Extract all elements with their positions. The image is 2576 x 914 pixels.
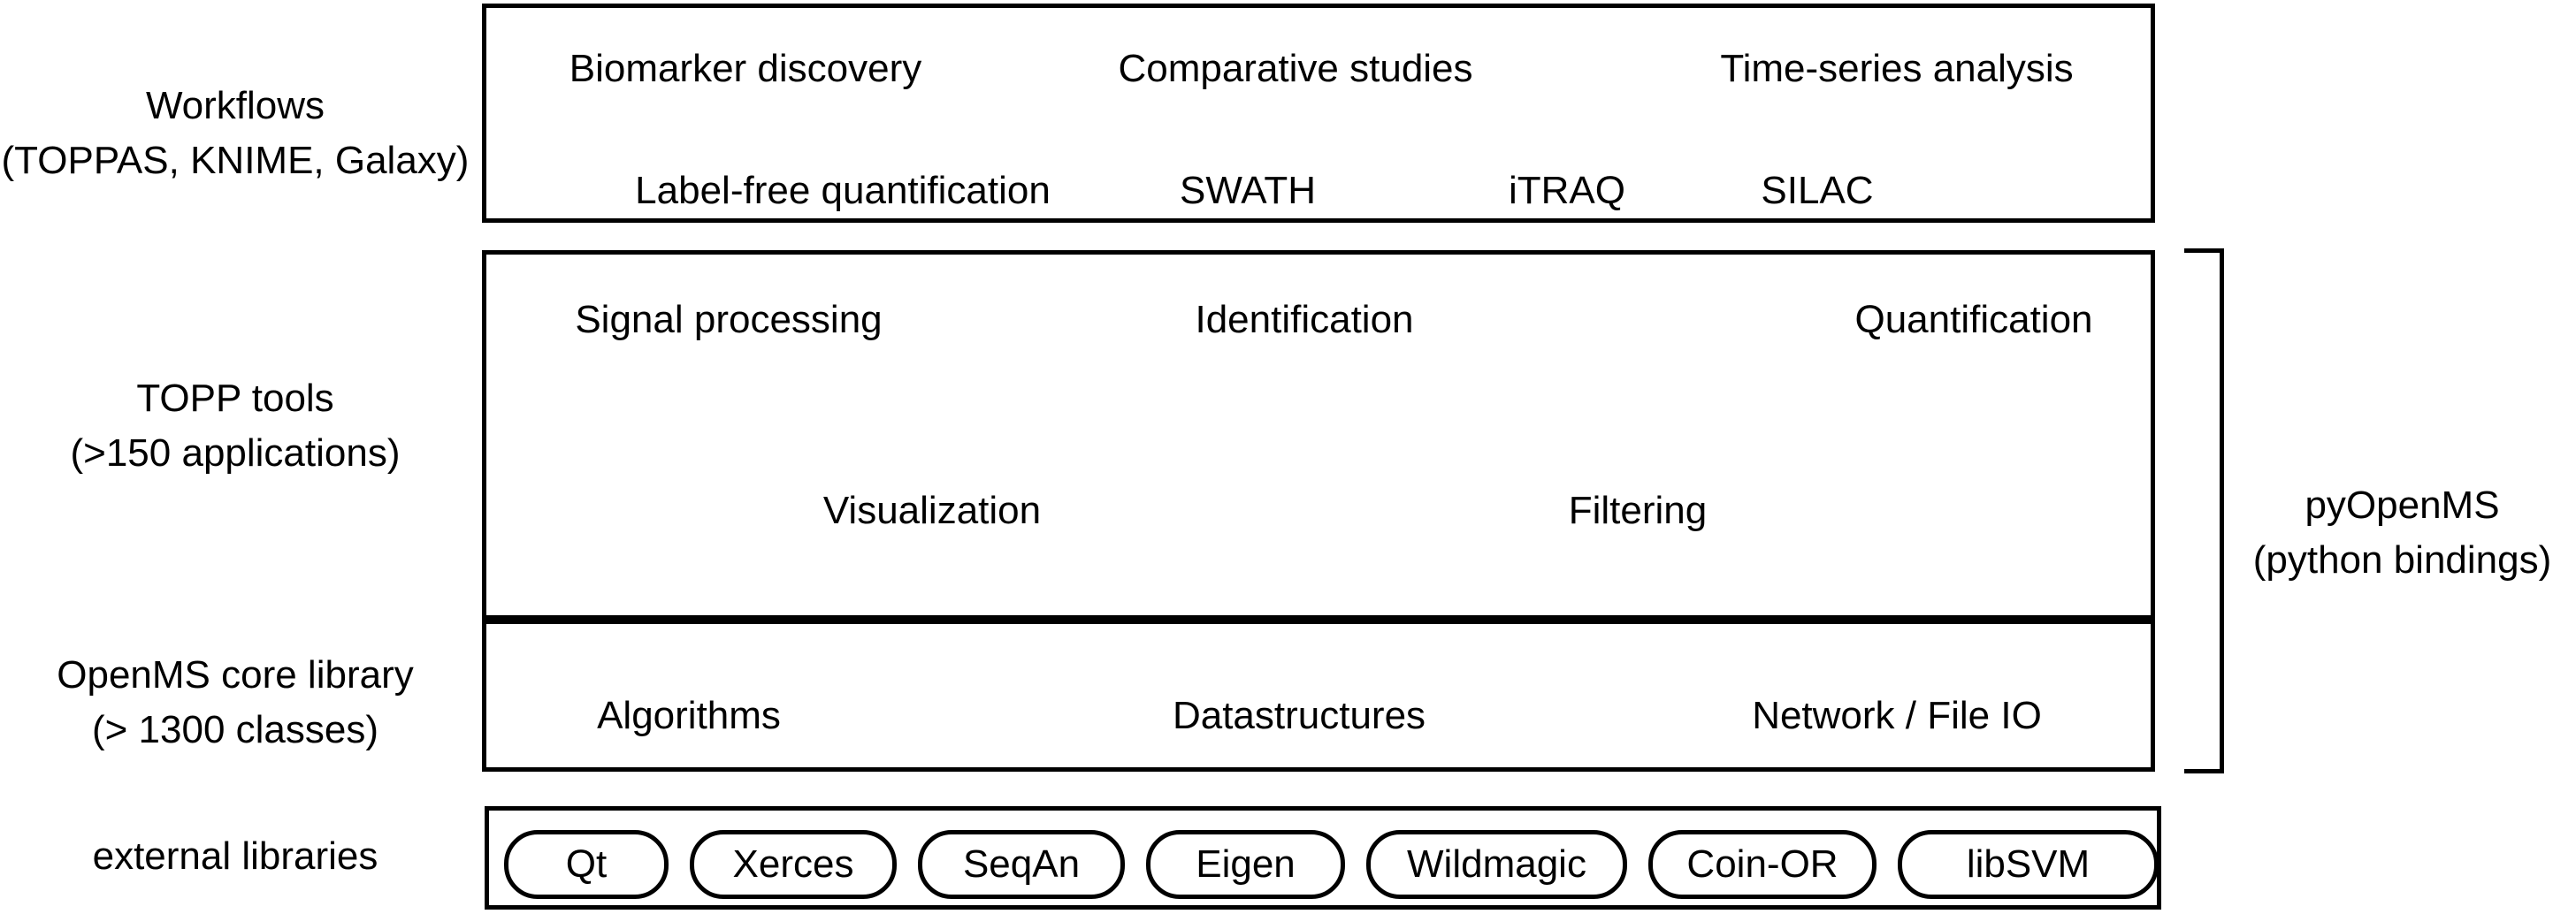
external-library-pill-seqan: SeqAn — [918, 830, 1125, 899]
workflow-item-silac: SILAC — [1761, 168, 1874, 212]
external-library-pill-qt: Qt — [504, 830, 669, 899]
topp-tools-layer-subtitle: (>150 applications) — [70, 431, 401, 475]
topp-item-quantification: Quantification — [1854, 297, 2093, 341]
core-item-network-file-io: Network / File IO — [1752, 693, 2042, 737]
workflow-item-biomarker-discovery: Biomarker discovery — [569, 46, 922, 90]
pyopenms-subtitle: (python bindings) — [2252, 538, 2552, 582]
workflow-item-time-series-analysis: Time-series analysis — [1720, 46, 2074, 90]
workflows-layer-label: Workflows (TOPPAS, KNIME, Galaxy) — [0, 79, 470, 188]
topp-tools-layer-title: TOPP tools — [136, 377, 334, 420]
pyopenms-bracket — [2184, 248, 2224, 773]
core-library-box — [482, 620, 2155, 772]
workflows-layer-title: Workflows — [145, 84, 325, 127]
workflows-layer-subtitle: (TOPPAS, KNIME, Galaxy) — [1, 139, 470, 182]
workflow-item-comparative-studies: Comparative studies — [1118, 46, 1473, 90]
external-library-pill-row: Qt Xerces SeqAn Eigen Wildmagic Coin-OR … — [504, 830, 2159, 899]
topp-item-filtering: Filtering — [1568, 488, 1708, 532]
external-libraries-layer-title: external libraries — [92, 834, 378, 878]
topp-item-identification: Identification — [1195, 297, 1414, 341]
core-library-layer-subtitle: (> 1300 classes) — [91, 708, 379, 751]
topp-tools-layer-label: TOPP tools (>150 applications) — [0, 371, 470, 481]
external-library-pill-eigen: Eigen — [1146, 830, 1345, 899]
external-library-pill-libsvm: libSVM — [1898, 830, 2159, 899]
external-library-pill-wildmagic: Wildmagic — [1366, 830, 1627, 899]
workflow-item-label-free-quantification: Label-free quantification — [635, 168, 1051, 212]
workflow-item-itraq: iTRAQ — [1509, 168, 1625, 212]
core-item-datastructures: Datastructures — [1172, 693, 1426, 737]
external-library-pill-xerces: Xerces — [690, 830, 897, 899]
topp-tools-box — [482, 250, 2155, 620]
pyopenms-title: pyOpenMS — [2305, 484, 2500, 527]
pyopenms-label: pyOpenMS (python bindings) — [2228, 478, 2576, 588]
topp-item-visualization: Visualization — [822, 488, 1042, 532]
core-library-layer-label: OpenMS core library (> 1300 classes) — [0, 648, 470, 758]
external-library-pill-coin-or: Coin-OR — [1648, 830, 1877, 899]
workflow-item-swath: SWATH — [1180, 168, 1316, 212]
topp-item-signal-processing: Signal processing — [575, 297, 883, 341]
workflows-box — [482, 4, 2155, 223]
core-library-layer-title: OpenMS core library — [57, 653, 414, 697]
core-item-algorithms: Algorithms — [597, 693, 781, 737]
external-libraries-layer-label: external libraries — [0, 829, 470, 884]
